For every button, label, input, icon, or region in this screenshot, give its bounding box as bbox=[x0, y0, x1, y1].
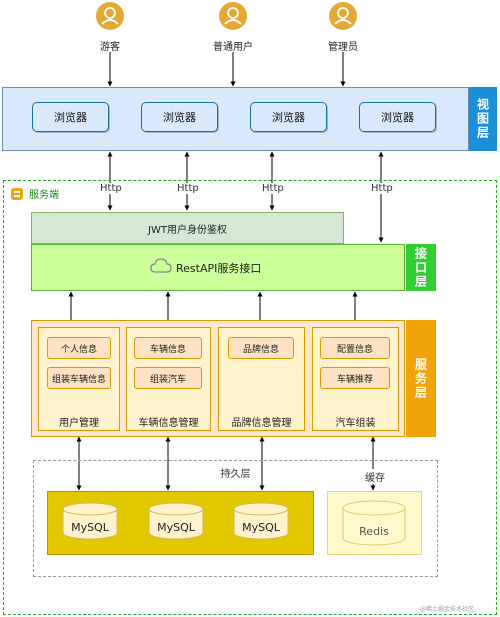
persistence-layer bbox=[33, 460, 438, 577]
service-item: 车辆信息 bbox=[134, 337, 202, 359]
browser-box: 浏览器 bbox=[32, 102, 109, 132]
service-item: 组装车辆信息 bbox=[47, 367, 111, 389]
service-item: 个人信息 bbox=[47, 337, 111, 359]
http-label: Http bbox=[99, 183, 123, 194]
http-label: Http bbox=[176, 183, 200, 194]
cloud-icon bbox=[150, 257, 172, 275]
actor-admin-label: 管理员 bbox=[328, 42, 358, 53]
module-title: 品牌信息管理 bbox=[231, 418, 292, 429]
service-item: 车辆推荐 bbox=[320, 367, 390, 389]
service-item: 组装汽车 bbox=[134, 367, 202, 389]
view-layer-tag: 视图层 bbox=[469, 87, 497, 151]
watermark: @稀土掘金技术社区 bbox=[420, 606, 475, 613]
browser-box: 浏览器 bbox=[250, 102, 327, 132]
service-layer-tag: 服务层 bbox=[406, 320, 436, 437]
user-icon bbox=[329, 2, 357, 30]
server-icon bbox=[10, 186, 24, 200]
jwt-auth-box: JWT用户身份鉴权 bbox=[31, 212, 344, 244]
redis-db-icon bbox=[342, 500, 406, 546]
actor-visitor-icon bbox=[96, 2, 124, 30]
cache-label: 缓存 bbox=[364, 469, 386, 484]
module-title: 汽车组装 bbox=[335, 418, 376, 429]
server-boundary bbox=[3, 180, 497, 615]
browser-box: 浏览器 bbox=[141, 102, 218, 132]
persistence-layer-label: 持久层 bbox=[220, 469, 251, 480]
mysql-label: MySQL bbox=[242, 521, 280, 534]
http-label: Http bbox=[261, 183, 285, 194]
module-title: 车辆信息管理 bbox=[138, 418, 199, 429]
interface-layer-tag: 接口层 bbox=[406, 244, 436, 291]
server-label: 服务端 bbox=[29, 190, 59, 201]
module-title: 用户管理 bbox=[59, 418, 99, 429]
service-item: 配置信息 bbox=[320, 337, 390, 359]
mysql-db-icon bbox=[148, 502, 204, 540]
service-item: 品牌信息 bbox=[228, 337, 294, 359]
redis-label: Redis bbox=[359, 525, 389, 538]
user-icon bbox=[96, 2, 124, 30]
mysql-db-icon bbox=[62, 502, 118, 540]
http-label: Http bbox=[370, 183, 394, 194]
actor-admin-icon bbox=[329, 2, 357, 30]
mysql-label: MySQL bbox=[157, 521, 195, 534]
browser-box: 浏览器 bbox=[359, 102, 436, 132]
mysql-db-icon bbox=[233, 502, 289, 540]
actor-visitor-label: 游客 bbox=[100, 42, 120, 53]
user-icon bbox=[219, 2, 247, 30]
restapi-label: RestAPI服务接口 bbox=[176, 262, 262, 275]
mysql-label: MySQL bbox=[71, 521, 109, 534]
actor-user-icon bbox=[219, 2, 247, 30]
restapi-box bbox=[31, 244, 405, 291]
actor-user-label: 普通用户 bbox=[213, 42, 253, 53]
